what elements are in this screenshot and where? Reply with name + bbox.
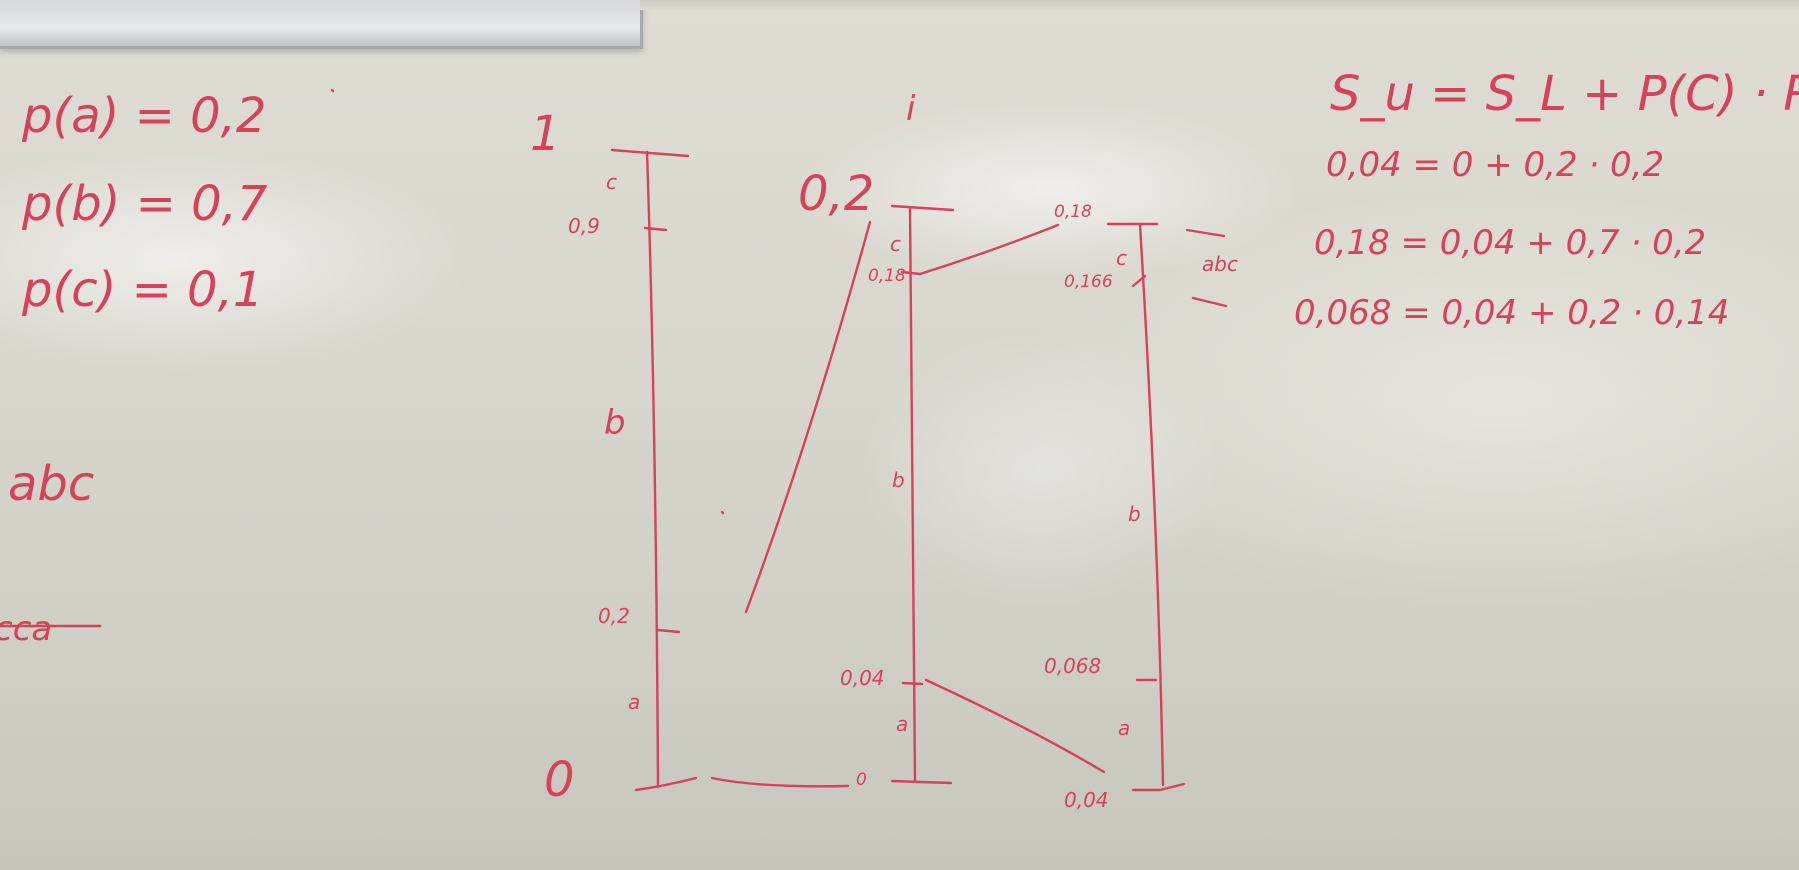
interval2-tick-018-label: 0,18 [868, 266, 906, 286]
interval3-result-label: abc [1202, 252, 1238, 276]
interval2-tick-004-label: 0,04 [840, 666, 885, 690]
interval1-axis [645, 150, 660, 789]
connector-bottom [710, 776, 850, 788]
interval3-tick-0068-label: 0,068 [1044, 654, 1102, 678]
interval3-seg-b: b [1128, 502, 1141, 526]
probability-c: p(c) = 0,1 [22, 262, 264, 318]
interval3-tick-0166-label: 0,166 [1064, 272, 1113, 292]
interval2-seg-a: a [896, 712, 909, 736]
interval3-bottom-line [1131, 782, 1186, 792]
dot-1 [330, 88, 335, 93]
connector-upper [918, 223, 1060, 276]
interval3-tick-0166 [1131, 274, 1147, 288]
interval1-tick-02 [656, 628, 681, 634]
interval3-seg-c: c [1116, 246, 1127, 270]
interval1-seg-b: b [604, 403, 626, 443]
interval3-top-label: 0,18 [1054, 202, 1092, 222]
interval2-top-label: 0,2 [798, 166, 875, 222]
probability-b: p(b) = 0,7 [22, 176, 268, 232]
interval1-top-label: 1 [530, 106, 561, 162]
formula-general: S_u = S_L + P(C) · R [1330, 66, 1799, 122]
abc-dash-top [1185, 228, 1226, 238]
interval1-seg-c: c [606, 170, 617, 194]
abc-dash-bottom [1191, 296, 1228, 308]
interval3-axis [1138, 223, 1165, 787]
interval2-seg-c: c [890, 232, 901, 256]
formula-step-2: 0,18 = 0,04 + 0,7 · 0,2 [1314, 223, 1707, 263]
interval2-top-mark: i [906, 89, 916, 129]
formula-step-1: 0,04 = 0 + 0,2 · 0,2 [1326, 145, 1665, 185]
interval2-tick-004 [901, 681, 924, 686]
interval1-seg-a: a [628, 690, 641, 714]
formula-step-3: 0,068 = 0,04 + 0,2 · 0,14 [1294, 293, 1730, 333]
interval1-top-line [610, 148, 690, 158]
interval1-tick-02-label: 0,2 [598, 604, 630, 628]
interval2-tick-018 [900, 270, 922, 276]
interval2-bottom-label: 0 [856, 770, 867, 790]
sequence-label: abc [8, 456, 95, 512]
interval1-tick-09 [643, 226, 668, 232]
interval3-bottom-label: 0,04 [1064, 788, 1109, 812]
probability-a: p(a) = 0,2 [22, 88, 267, 144]
crossed-out-label: cca [0, 609, 53, 649]
interval1-tick-09-label: 0,9 [568, 214, 600, 238]
dot-2 [720, 510, 725, 515]
whiteboard-frame-rail [0, 0, 643, 49]
interval2-bottom-line [890, 779, 953, 785]
connector-diagonal [744, 220, 872, 614]
interval1-bottom-label: 0 [544, 752, 575, 808]
interval2-axis [908, 206, 917, 782]
whiteboard-top-edge [640, 0, 1799, 10]
connector-lower [924, 678, 1106, 774]
interval1-bottom-line [634, 776, 698, 792]
interval3-seg-a: a [1118, 716, 1131, 740]
interval2-top-line [890, 204, 955, 212]
interval2-seg-b: b [892, 468, 905, 492]
